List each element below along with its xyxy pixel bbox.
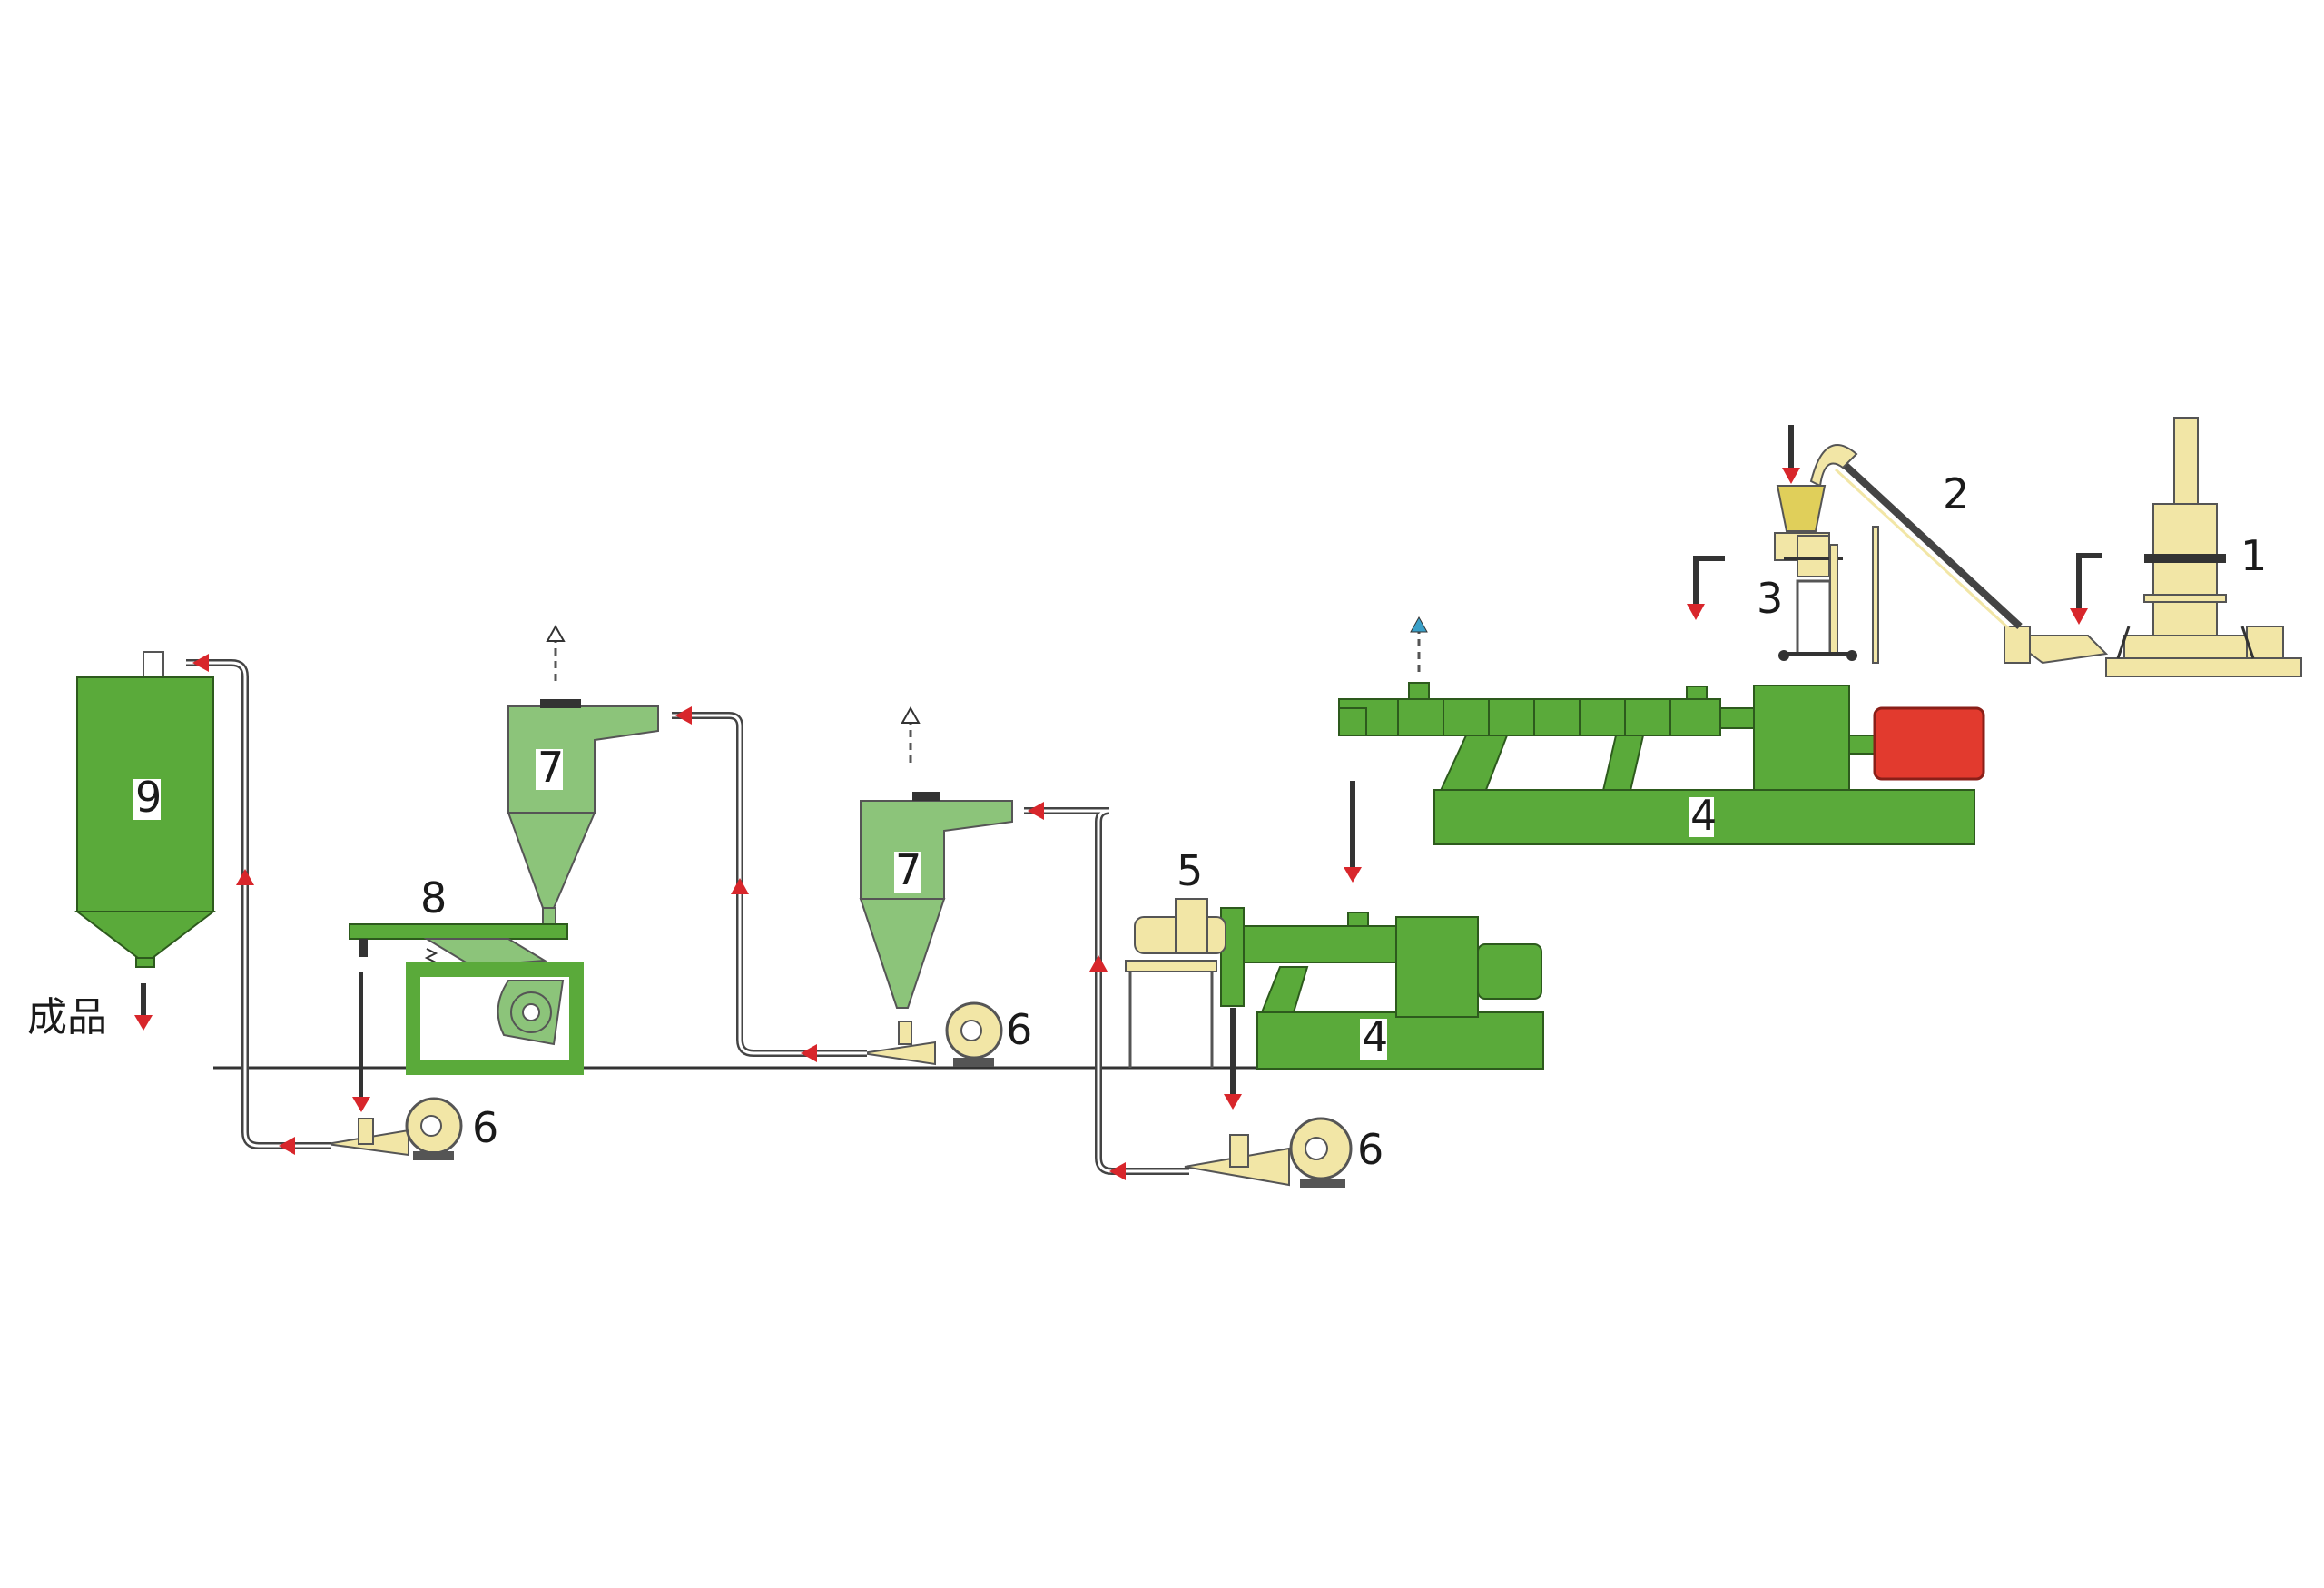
pipe-mid: [672, 712, 867, 1057]
machine-1-pulverizer: 1: [2105, 417, 2302, 677]
blower-mid: 6: [862, 1001, 1032, 1067]
cyclone-left: 7: [507, 699, 659, 927]
blower-right: 6: [1184, 1117, 1384, 1188]
label-9: 9: [135, 773, 162, 822]
blower-left: 6: [326, 1097, 498, 1160]
machine-5-cutter: 5: [1125, 846, 1226, 1068]
machine-3-side-feeder: 3: [1757, 485, 1857, 661]
pipe-right: [1024, 807, 1189, 1175]
label-8: 8: [420, 873, 447, 922]
label-7-mid: 7: [895, 845, 921, 894]
label-5: 5: [1177, 846, 1203, 895]
feed-arrow-3-side: [1693, 556, 1725, 613]
label-6-left: 6: [472, 1103, 498, 1152]
label-1: 1: [2240, 531, 2267, 580]
label-6-right: 6: [1357, 1125, 1384, 1174]
cyclone-mid: 7: [859, 792, 1013, 1009]
label-7-left: 7: [537, 743, 564, 792]
extruder-main: 4: [1338, 682, 1985, 845]
machine-2-screw-loader: 2: [1809, 444, 2109, 665]
label-6-mid: 6: [1006, 1005, 1032, 1054]
extruder-small: 4: [1220, 907, 1544, 1070]
feed-arrow-1: [2076, 553, 2102, 617]
machine-8-vibrating-screen: 8: [349, 873, 584, 1075]
label-2: 2: [1943, 469, 1969, 518]
machine-9-silo: 9: [74, 651, 216, 968]
label-3: 3: [1757, 574, 1783, 623]
label-4-main: 4: [1690, 791, 1717, 840]
finished-product-label: 成品: [27, 994, 107, 1041]
label-4-small: 4: [1362, 1012, 1388, 1061]
